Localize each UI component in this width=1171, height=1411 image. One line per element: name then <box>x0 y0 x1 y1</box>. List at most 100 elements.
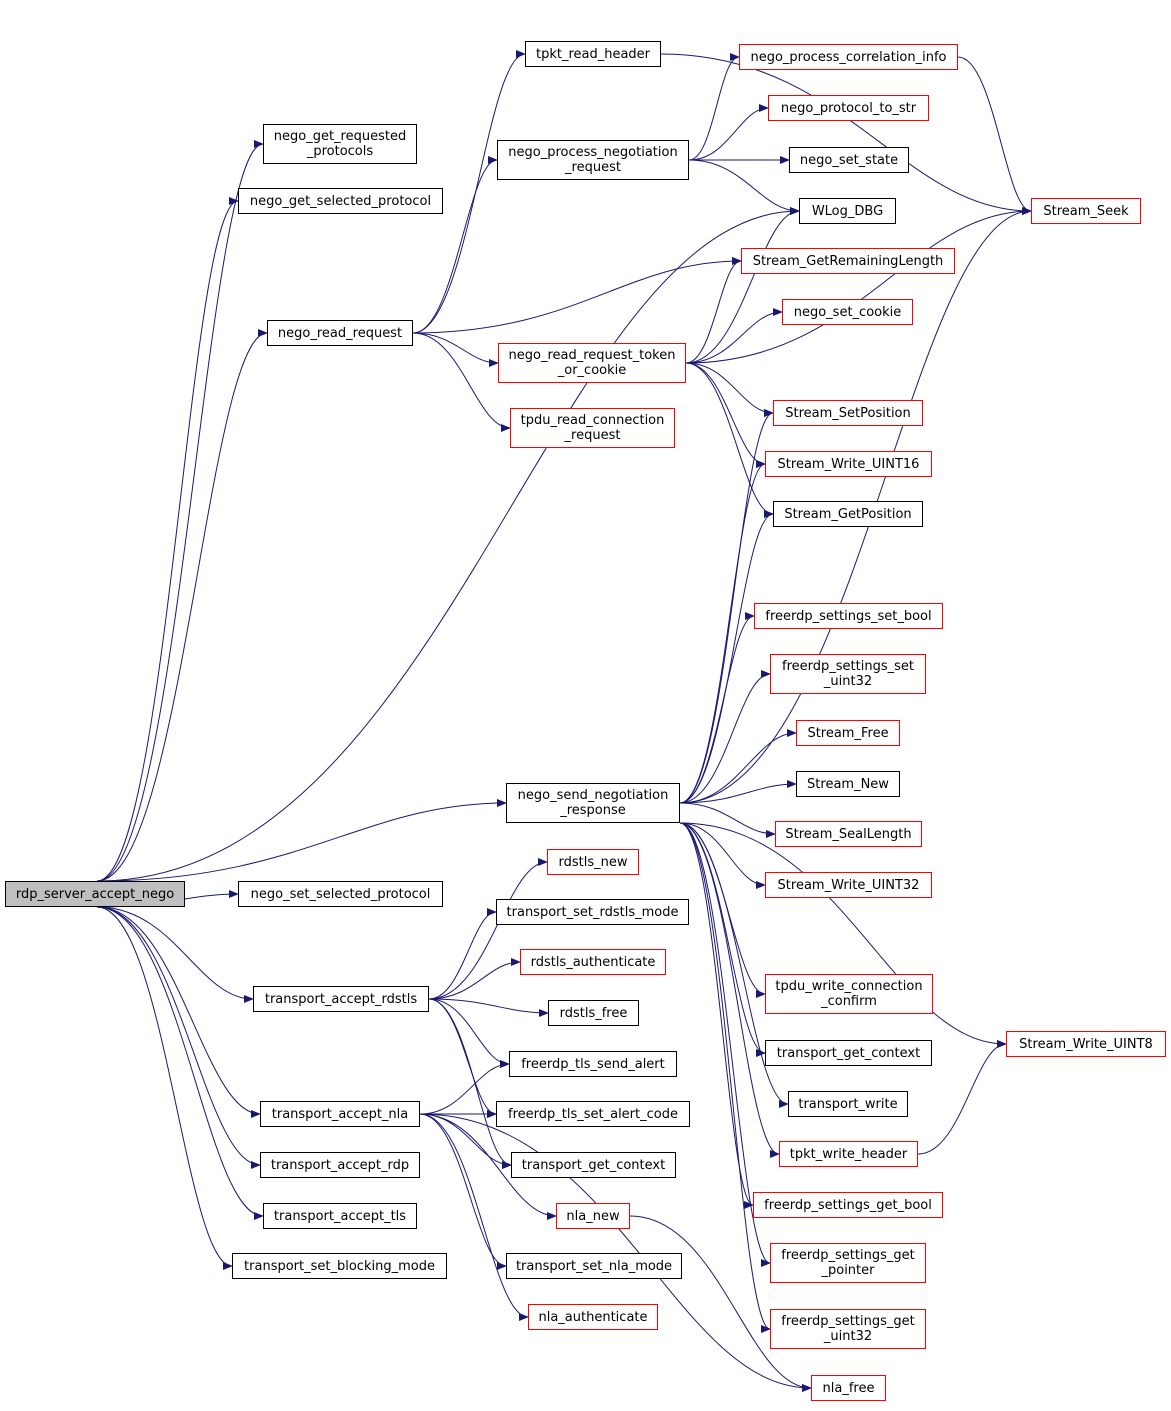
edge-transport-accept-rdstls-to-freerdp-tls-set-alert-code <box>428 998 497 1118</box>
node-tpkt-read-header[interactable]: tpkt_read_header <box>525 41 661 67</box>
edge-nego-send-negotiation-response-to-freerdp-settings-get-bool <box>679 822 754 1209</box>
node-nego-set-state[interactable]: nego_set_state <box>789 147 909 173</box>
node-transport-accept-rdstls[interactable]: transport_accept_rdstls <box>253 986 429 1012</box>
node-freerdp-tls-send-alert[interactable]: freerdp_tls_send_alert <box>509 1051 677 1077</box>
edge-transport-accept-nla-to-nla-new <box>419 1113 557 1220</box>
node-Stream-Seek[interactable]: Stream_Seek <box>1031 198 1141 224</box>
edge-nego-process-correlation-info-to-Stream-Seek <box>957 56 1032 215</box>
edge-nego-send-negotiation-response-to-Stream-GetPosition <box>679 510 774 804</box>
node-nego-get-requested-protocols[interactable]: nego_get_requested _protocols <box>263 124 417 164</box>
edge-tpkt-read-header-to-Stream-Seek <box>660 53 1032 215</box>
node-transport-set-rdstls-mode[interactable]: transport_set_rdstls_mode <box>496 899 689 925</box>
node-freerdp-settings-get-uint32[interactable]: freerdp_settings_get _uint32 <box>770 1309 926 1349</box>
edge-nego-process-negotiation-request-to-nego-process-correlation-info <box>688 53 740 161</box>
node-nla-new[interactable]: nla_new <box>556 1203 630 1229</box>
edge-rdp-server-accept-nego-to-transport-accept-rdp <box>96 906 261 1169</box>
edge-transport-accept-nla-to-nla-free <box>419 1113 812 1392</box>
node-transport-accept-tls[interactable]: transport_accept_tls <box>263 1203 417 1229</box>
edge-rdp-server-accept-nego-to-nego-get-requested-protocols <box>96 140 264 882</box>
node-nego-process-negotiation-request[interactable]: nego_process_negotiation _request <box>497 140 689 180</box>
edge-nego-read-request-token-or-cookie-to-Stream-GetRemainingLength <box>685 257 742 364</box>
edge-nego-send-negotiation-response-to-transport-write <box>679 822 789 1108</box>
node-nego-get-selected-protocol[interactable]: nego_get_selected_protocol <box>238 188 443 214</box>
edge-rdp-server-accept-nego-to-transport-set-blocking-mode <box>96 906 233 1270</box>
node-nla-free[interactable]: nla_free <box>811 1375 886 1401</box>
edge-rdp-server-accept-nego-to-nego-read-request <box>96 329 268 882</box>
edge-nego-read-request-to-Stream-GetRemainingLength <box>412 257 742 334</box>
node-transport-get-context-b[interactable]: transport_get_context <box>765 1040 932 1066</box>
node-Stream-GetPosition[interactable]: Stream_GetPosition <box>773 501 923 527</box>
node-rdstls-authenticate[interactable]: rdstls_authenticate <box>520 949 666 975</box>
node-nego-read-request-token-or-cookie[interactable]: nego_read_request_token _or_cookie <box>498 343 686 383</box>
edge-nego-process-negotiation-request-to-WLog-DBG <box>688 159 800 215</box>
node-nla-authenticate[interactable]: nla_authenticate <box>528 1304 658 1330</box>
node-transport-set-blocking-mode[interactable]: transport_set_blocking_mode <box>232 1253 447 1279</box>
node-rdstls-free[interactable]: rdstls_free <box>548 1000 639 1026</box>
node-nego-read-request[interactable]: nego_read_request <box>267 320 413 346</box>
edge-nego-read-request-to-nego-process-negotiation-request <box>412 156 498 334</box>
edge-nego-read-request-token-or-cookie-to-Stream-GetPosition <box>685 362 774 518</box>
node-transport-set-nla-mode[interactable]: transport_set_nla_mode <box>506 1253 682 1279</box>
edge-transport-accept-rdstls-to-freerdp-tls-send-alert <box>428 998 510 1068</box>
edge-transport-accept-nla-to-freerdp-tls-send-alert <box>419 1060 510 1115</box>
node-rdp-server-accept-nego[interactable]: rdp_server_accept_nego <box>5 881 185 907</box>
edge-nego-send-negotiation-response-to-Stream-Write-UINT8 <box>679 822 1007 1048</box>
edge-nego-read-request-token-or-cookie-to-Stream-SetPosition <box>685 362 774 417</box>
node-Stream-Write-UINT32[interactable]: Stream_Write_UINT32 <box>765 872 932 898</box>
node-freerdp-settings-set-bool[interactable]: freerdp_settings_set_bool <box>754 603 943 629</box>
node-Stream-SealLength[interactable]: Stream_SealLength <box>775 821 922 847</box>
edge-transport-accept-rdstls-to-rdstls-authenticate <box>428 958 521 1000</box>
node-transport-accept-rdp[interactable]: transport_accept_rdp <box>260 1152 420 1178</box>
node-tpdu-write-connection-confirm[interactable]: tpdu_write_connection _confirm <box>765 974 933 1014</box>
node-nego-set-selected-protocol[interactable]: nego_set_selected_protocol <box>238 881 443 907</box>
edge-nego-read-request-token-or-cookie-to-WLog-DBG <box>685 207 800 364</box>
edge-nego-read-request-to-tpdu-read-connection-request <box>412 332 511 432</box>
edge-transport-accept-rdstls-to-rdstls-free <box>428 998 549 1017</box>
edge-transport-accept-rdstls-to-transport-set-rdstls-mode <box>428 908 497 1000</box>
edge-nego-send-negotiation-response-to-freerdp-settings-get-uint32 <box>679 822 771 1333</box>
edge-nla-new-to-nla-free <box>629 1215 812 1392</box>
node-Stream-Write-UINT16[interactable]: Stream_Write_UINT16 <box>765 451 932 477</box>
node-tpdu-read-connection-request[interactable]: tpdu_read_connection _request <box>510 408 675 448</box>
edge-rdp-server-accept-nego-to-transport-accept-nla <box>96 906 261 1118</box>
edge-nego-send-negotiation-response-to-freerdp-settings-set-uint32 <box>679 670 771 804</box>
edge-nego-read-request-to-nego-read-request-token-or-cookie <box>412 332 499 367</box>
node-transport-accept-nla[interactable]: transport_accept_nla <box>260 1101 420 1127</box>
node-nego-send-negotiation-response[interactable]: nego_send_negotiation _response <box>506 783 680 823</box>
node-transport-get-context-a[interactable]: transport_get_context <box>511 1152 676 1178</box>
edge-rdp-server-accept-nego-to-transport-accept-rdstls <box>96 906 254 1003</box>
node-freerdp-settings-set-uint32[interactable]: freerdp_settings_set _uint32 <box>770 654 926 694</box>
edge-nego-send-negotiation-response-to-Stream-Write-UINT32 <box>679 822 766 889</box>
node-Stream-SetPosition[interactable]: Stream_SetPosition <box>773 400 923 426</box>
node-transport-write[interactable]: transport_write <box>788 1091 908 1117</box>
node-nego-set-cookie[interactable]: nego_set_cookie <box>782 299 913 325</box>
node-rdstls-new[interactable]: rdstls_new <box>547 849 639 875</box>
edge-rdp-server-accept-nego-to-WLog-DBG <box>96 207 800 882</box>
edge-transport-accept-rdstls-to-rdstls-new <box>428 858 548 1000</box>
node-freerdp-settings-get-bool[interactable]: freerdp_settings_get_bool <box>753 1192 943 1218</box>
node-nego-process-correlation-info[interactable]: nego_process_correlation_info <box>739 44 958 70</box>
edge-nego-read-request-token-or-cookie-to-nego-set-cookie <box>685 308 783 364</box>
node-nego-protocol-to-str[interactable]: nego_protocol_to_str <box>768 95 929 121</box>
edge-rdp-server-accept-nego-to-nego-send-negotiation-response <box>96 799 507 882</box>
edge-nego-send-negotiation-response-to-freerdp-settings-set-bool <box>679 612 755 804</box>
edge-transport-accept-rdstls-to-transport-get-context-a <box>428 998 512 1169</box>
node-Stream-Write-UINT8[interactable]: Stream_Write_UINT8 <box>1006 1031 1166 1057</box>
node-freerdp-settings-get-pointer[interactable]: freerdp_settings_get _pointer <box>770 1243 926 1283</box>
edge-nego-send-negotiation-response-to-Stream-New <box>679 780 797 804</box>
node-WLog-DBG[interactable]: WLog_DBG <box>799 198 896 224</box>
edge-nego-send-negotiation-response-to-Stream-Write-UINT16 <box>679 460 766 804</box>
edge-rdp-server-accept-nego-to-transport-accept-tls <box>96 906 264 1220</box>
edge-nego-send-negotiation-response-to-freerdp-settings-get-pointer <box>679 822 771 1267</box>
node-Stream-Free[interactable]: Stream_Free <box>796 720 900 746</box>
edge-nego-send-negotiation-response-to-Stream-Free <box>679 729 797 804</box>
edge-rdp-server-accept-nego-to-nego-get-selected-protocol <box>96 197 239 882</box>
node-Stream-New[interactable]: Stream_New <box>796 771 900 797</box>
node-tpkt-write-header[interactable]: tpkt_write_header <box>779 1141 918 1167</box>
edge-tpkt-write-header-to-Stream-Write-UINT8 <box>917 1040 1007 1155</box>
node-freerdp-tls-set-alert-code[interactable]: freerdp_tls_set_alert_code <box>496 1101 690 1127</box>
edge-nego-process-negotiation-request-to-nego-protocol-to-str <box>688 104 769 161</box>
node-Stream-GetRemainingLength[interactable]: Stream_GetRemainingLength <box>741 248 955 274</box>
